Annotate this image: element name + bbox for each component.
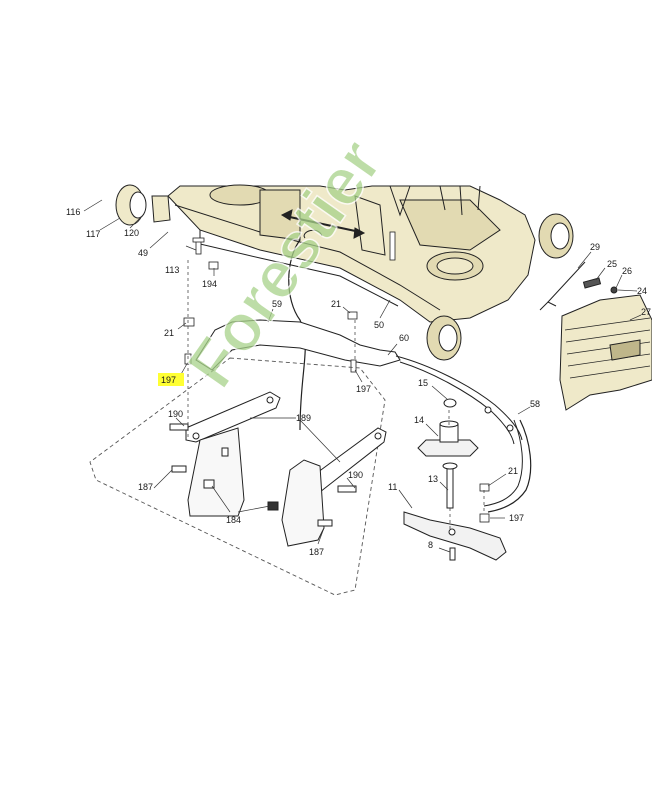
pin-190-left [169,423,189,431]
leader-lines [83,199,642,553]
chute-spring [582,277,602,289]
bolt-50 [389,231,396,261]
label-113: 113 [165,265,179,275]
drive-cable [288,239,306,431]
label-21-mid: 21 [331,299,341,309]
label-25: 25 [607,259,617,269]
mower-deck [115,184,574,361]
highlight-197 [158,373,184,386]
nut-21-mid [347,311,358,320]
label-49: 49 [138,248,148,258]
deck-bracket-left [187,427,245,517]
bolt-197-right [479,513,490,523]
label-29: 29 [590,242,600,252]
label-187-left: 187 [138,482,153,492]
label-21-left: 21 [164,328,174,338]
label-190-left: 190 [168,409,183,419]
rear-hanger-rod [487,419,532,513]
label-184: 184 [226,515,241,525]
bolt-197-mid [350,359,357,373]
label-117: 117 [86,229,100,239]
label-8: 8 [428,540,433,550]
front-hanger-bracket [195,319,401,371]
blade-bolt-8 [449,547,456,561]
label-120: 120 [124,228,139,238]
label-59: 59 [272,299,282,309]
label-21-right: 21 [508,466,518,476]
label-194: 194 [202,279,217,289]
bracket-kit-outline [89,357,386,596]
label-60: 60 [399,333,409,343]
spindle-housing-14 [417,439,479,457]
label-24: 24 [637,286,647,296]
label-14: 14 [414,415,424,425]
lift-bracket-kit [169,391,387,547]
label-27: 27 [641,307,651,317]
mower-blade-11 [403,511,507,561]
label-197-highlighted: 197 [161,375,176,385]
label-11: 11 [388,482,397,492]
deck-bracket-right [281,459,325,547]
pin-190-right [337,485,357,493]
nut-21-right [479,483,490,492]
nut-21-left [183,317,195,327]
label-190-right: 190 [348,470,363,480]
label-26: 26 [622,266,632,276]
label-15: 15 [418,378,428,388]
discharge-chute [539,261,652,411]
label-187-right: 187 [309,547,324,557]
label-13: 13 [428,474,438,484]
hardware-fasteners [183,231,490,523]
label-197-right: 197 [509,513,524,523]
label-58: 58 [530,399,540,409]
label-50: 50 [374,320,384,330]
label-189: 189 [296,413,311,423]
pin-187-right [317,519,333,527]
spindle-assembly [403,398,507,561]
part-labels: 116 117 120 49 113 194 21 197 59 21 50 6… [66,207,651,557]
label-116: 116 [66,207,80,217]
label-197-mid: 197 [356,384,371,394]
bushing-184-left [203,479,215,489]
spindle-nut-15 [443,398,457,408]
chute-body [559,294,652,411]
lift-link-upper-189 [185,391,281,443]
spindle-shaft-13 [446,465,454,509]
pin-187-left [171,465,187,473]
nut-194 [208,261,219,270]
bushing-184-right [267,501,279,511]
deck-hanger-rod [195,319,532,513]
